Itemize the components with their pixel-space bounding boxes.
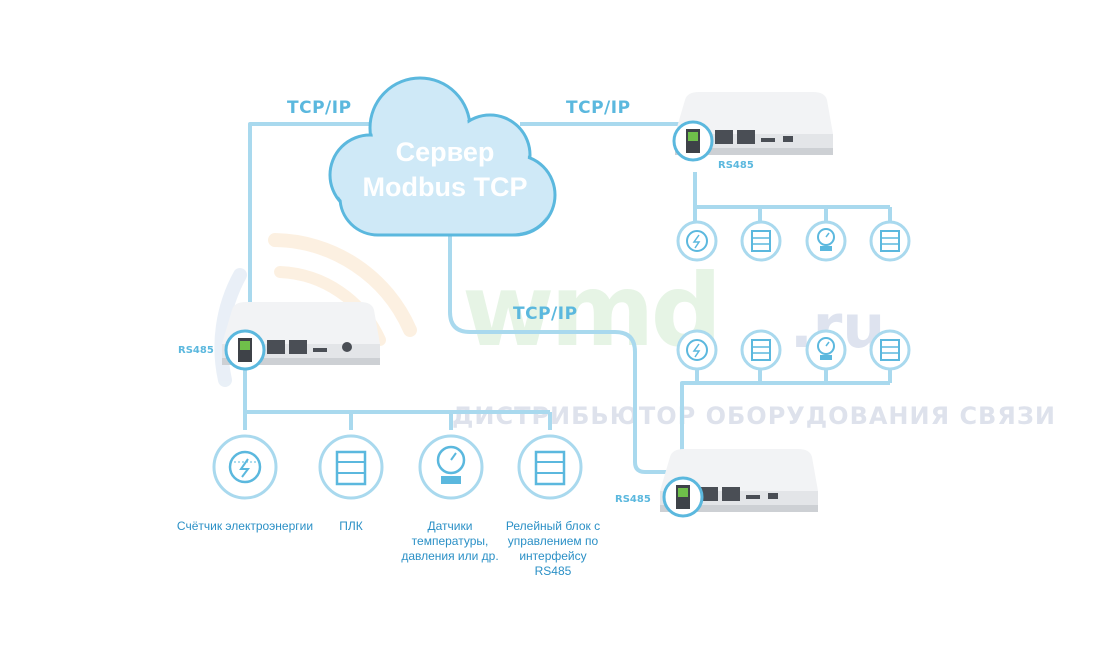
plc-icon — [740, 220, 782, 262]
plc-large-icon — [318, 434, 384, 500]
rs485-label-bottom: RS485 — [615, 494, 651, 505]
plc-label: ПЛК — [339, 519, 363, 533]
meter-label: Счётчик электроэнергии — [176, 519, 314, 533]
energy-meter-icon — [212, 434, 278, 500]
watermark-tagline: ДИСТРИБЬЮТОР ОБОРУДОВАНИЯ СВЯЗИ — [452, 402, 1056, 430]
rs485-port-left-icon — [224, 329, 266, 371]
rs485-label-top: RS485 — [718, 160, 754, 171]
tcp-ip-label-left: TCP/IP — [287, 98, 352, 118]
plc-icon — [740, 329, 782, 371]
meter-icon — [676, 220, 718, 262]
gauge-icon — [805, 329, 847, 371]
connection-lines — [243, 122, 892, 475]
tcp-ip-label-top-right: TCP/IP — [566, 98, 631, 118]
cloud-title: Сервер Modbus TCP — [330, 135, 560, 205]
relay-icon — [869, 220, 911, 262]
cloud-shape — [328, 76, 557, 237]
tcp-ip-label-middle: TCP/IP — [513, 304, 578, 324]
cloud-line2: Modbus TCP — [362, 172, 528, 202]
gauge-icon — [805, 220, 847, 262]
relay-icon — [869, 329, 911, 371]
relay-label: Релейный блок с управлением по интерфейс… — [505, 519, 601, 578]
rs485-port-bottom-icon — [662, 476, 704, 518]
relay-block-icon — [517, 434, 583, 500]
rs485-label-left: RS485 — [178, 345, 214, 356]
rs485-port-top-icon — [672, 120, 714, 162]
gateway-top-right — [675, 92, 833, 155]
cloud-line1: Сервер — [395, 137, 495, 167]
meter-icon — [676, 329, 718, 371]
pressure-gauge-icon — [418, 434, 484, 500]
sensor-label: Датчики температуры, давления или др. — [401, 519, 499, 563]
